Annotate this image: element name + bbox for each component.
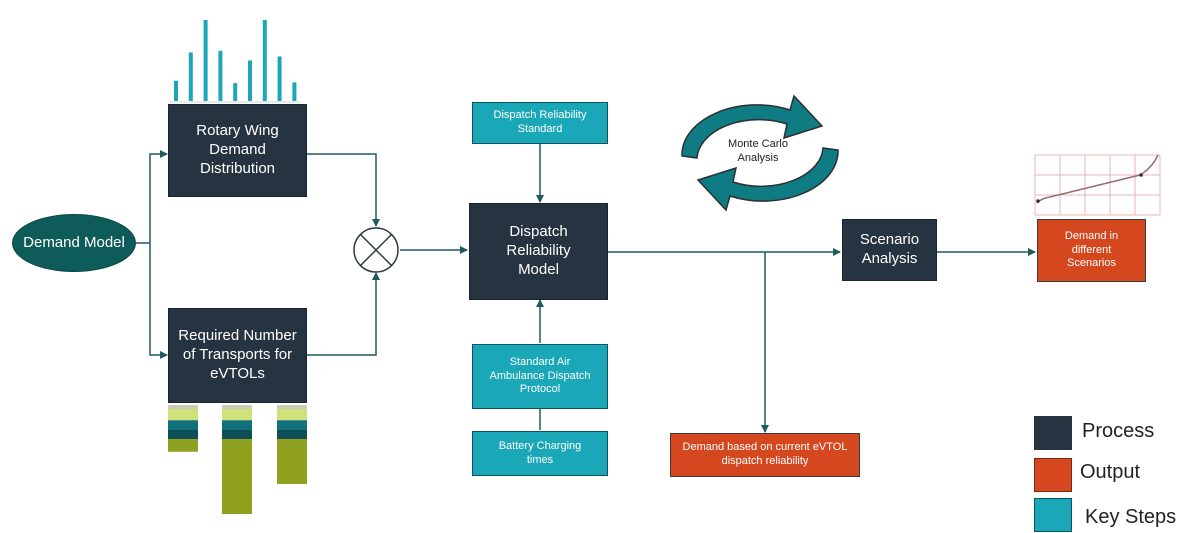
- stack-segment: [168, 420, 198, 430]
- standard-protocol-label: Standard Air Ambulance Dispatch Protocol: [489, 355, 591, 396]
- demand-model-label: Demand Model: [23, 233, 125, 251]
- multiply-node: [353, 227, 399, 273]
- demand-histogram: [174, 20, 297, 101]
- required-transports-node: Required Number of Transports for eVTOLs: [168, 308, 307, 403]
- histogram-bar: [218, 50, 223, 101]
- histogram-bar: [277, 56, 282, 101]
- arrow-rotary-to-multiply: [307, 153, 380, 227]
- curve-line: [1036, 154, 1159, 204]
- demand-current-output-node: Demand based on current eVTOL dispatch r…: [670, 433, 860, 477]
- stack-segment: [168, 430, 198, 439]
- stack-segment: [277, 409, 307, 421]
- demand-scenarios-output-node: Demand in different Scenarios: [1037, 219, 1146, 282]
- stack-cap: [222, 405, 252, 409]
- standard-protocol-node: Standard Air Ambulance Dispatch Protocol: [472, 344, 608, 409]
- legend-output-label: Output: [1080, 461, 1141, 483]
- stack-segment: [277, 430, 307, 439]
- stack-segment: [168, 409, 198, 421]
- arrow-transports-to-multiply: [307, 272, 380, 356]
- monte-carlo-label: Monte Carlo Analysis: [728, 138, 788, 164]
- curve-point: [1139, 173, 1143, 177]
- histogram-bar: [188, 52, 193, 101]
- legend-output-swatch: [1034, 458, 1072, 492]
- demand-scenarios-label: Demand in different Scenarios: [1064, 229, 1119, 270]
- dispatch-standard-node: Dispatch Reliability Standard: [472, 102, 608, 144]
- legend-key-steps-label: Key Steps: [1085, 506, 1177, 528]
- dispatch-reliability-model-node: Dispatch Reliability Model: [469, 203, 608, 300]
- rotary-wing-demand-node: Rotary Wing Demand Distribution: [168, 104, 307, 197]
- arrow-to-required-transports: [149, 243, 168, 359]
- stack-segment: [222, 409, 252, 421]
- histogram-bar: [248, 60, 252, 101]
- stack-segment: [277, 420, 307, 430]
- scenario-analysis-node: Scenario Analysis: [842, 219, 937, 281]
- battery-charging-label: Battery Charging times: [498, 439, 582, 466]
- battery-charging-node: Battery Charging times: [472, 431, 608, 476]
- demand-current-label: Demand based on current eVTOL dispatch r…: [682, 441, 848, 467]
- rotary-wing-label: Rotary Wing Demand Distribution: [196, 122, 279, 177]
- histogram-bar: [262, 20, 267, 101]
- curve-point: [1036, 199, 1040, 203]
- stack-segment: [222, 430, 252, 439]
- required-transports-label: Required Number of Transports for eVTOLs: [178, 327, 297, 382]
- histogram-bar: [203, 20, 208, 101]
- legend-key-steps-swatch: [1034, 498, 1072, 532]
- stack-segment: [277, 439, 307, 484]
- scenario-analysis-label: Scenario Analysis: [859, 231, 920, 267]
- stack-segment: [222, 439, 252, 514]
- histogram-bar: [174, 80, 178, 101]
- histogram-bar: [292, 82, 297, 101]
- arrow-to-rotary-wing: [149, 150, 168, 243]
- stack-segment: [168, 439, 198, 452]
- dispatch-standard-label: Dispatch Reliability Standard: [493, 109, 587, 135]
- histogram-bar: [233, 83, 238, 101]
- cycle-arrows-icon: [681, 94, 839, 212]
- legend-process-label: Process: [1082, 420, 1155, 442]
- transport-stacked-columns: [168, 405, 307, 514]
- scenario-curve-chart: [1034, 154, 1161, 216]
- demand-model-node: Demand Model: [12, 214, 136, 272]
- dispatch-model-label: Dispatch Reliability Model: [506, 223, 571, 278]
- legend-process-swatch: [1034, 416, 1072, 450]
- stack-cap: [168, 405, 198, 409]
- stack-segment: [222, 420, 252, 430]
- stack-cap: [277, 405, 307, 409]
